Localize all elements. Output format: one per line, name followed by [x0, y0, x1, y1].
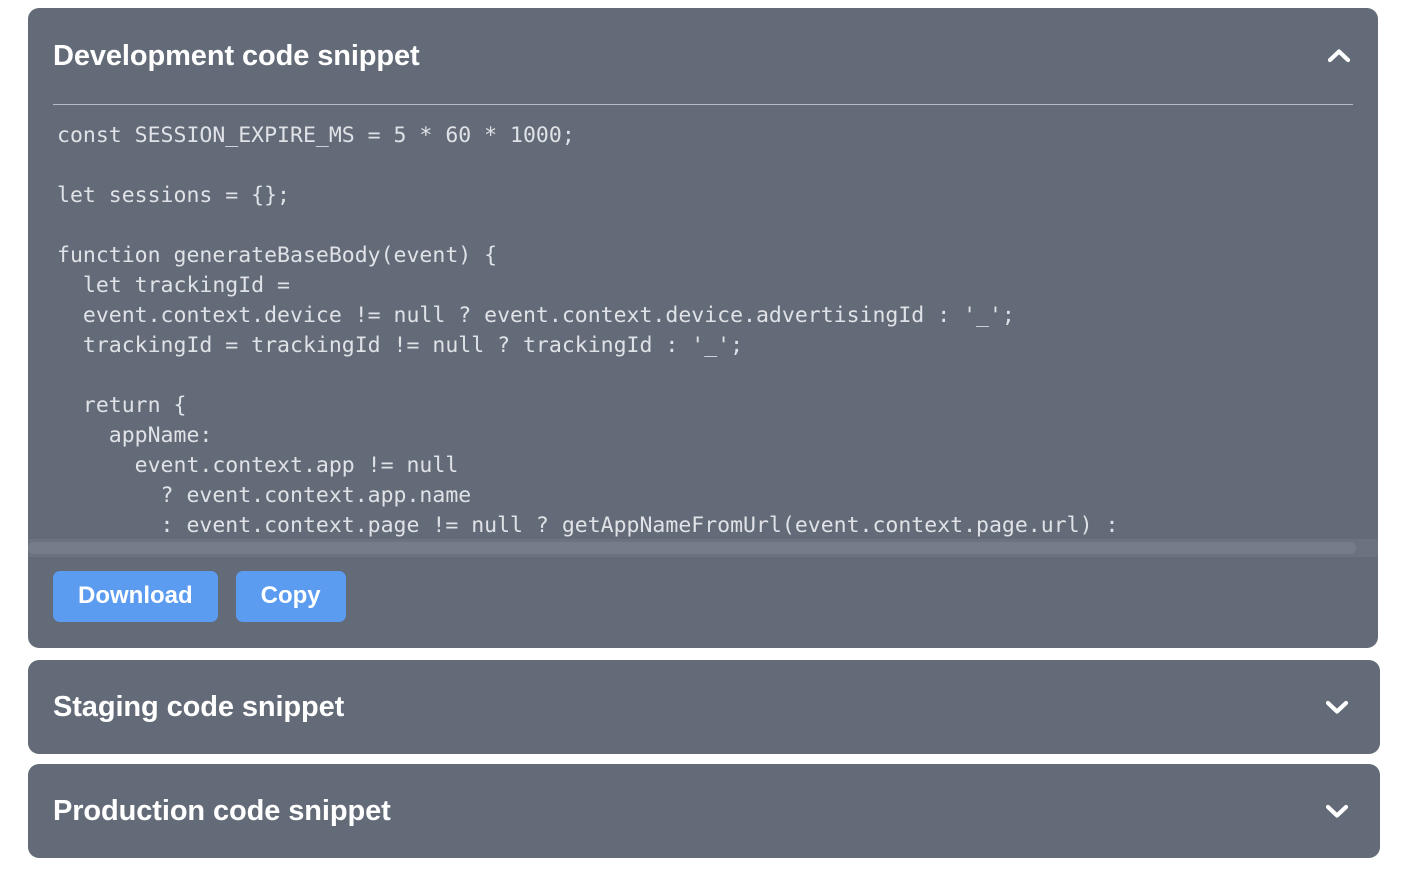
accordion-panel-development: Development code snippet const SESSION_E… — [28, 8, 1378, 648]
panel-title-staging: Staging code snippet — [53, 690, 345, 723]
chevron-up-icon[interactable] — [1322, 39, 1356, 73]
code-snippet-development: const SESSION_EXPIRE_MS = 5 * 60 * 1000;… — [57, 123, 1119, 538]
accordion-panel-staging: Staging code snippet — [28, 660, 1380, 754]
scrollbar-thumb[interactable] — [28, 542, 1356, 554]
copy-button[interactable]: Copy — [235, 571, 346, 622]
accordion-header-development[interactable]: Development code snippet — [28, 8, 1378, 104]
code-horizontal-scrollbar[interactable] — [28, 539, 1378, 557]
header-divider — [53, 104, 1353, 105]
panel-title-production: Production code snippet — [53, 794, 391, 827]
accordion-header-staging[interactable]: Staging code snippet — [28, 660, 1380, 754]
chevron-down-icon[interactable] — [1320, 690, 1354, 724]
chevron-down-icon[interactable] — [1320, 794, 1354, 828]
panel-actions-development: Download Copy — [28, 557, 1378, 648]
panel-title-development: Development code snippet — [53, 39, 420, 72]
accordion-header-production[interactable]: Production code snippet — [28, 764, 1380, 858]
accordion-panel-production: Production code snippet — [28, 764, 1380, 858]
download-button[interactable]: Download — [53, 571, 218, 622]
code-scroll-container[interactable]: const SESSION_EXPIRE_MS = 5 * 60 * 1000;… — [28, 105, 1378, 539]
code-region-development: const SESSION_EXPIRE_MS = 5 * 60 * 1000;… — [28, 105, 1378, 557]
